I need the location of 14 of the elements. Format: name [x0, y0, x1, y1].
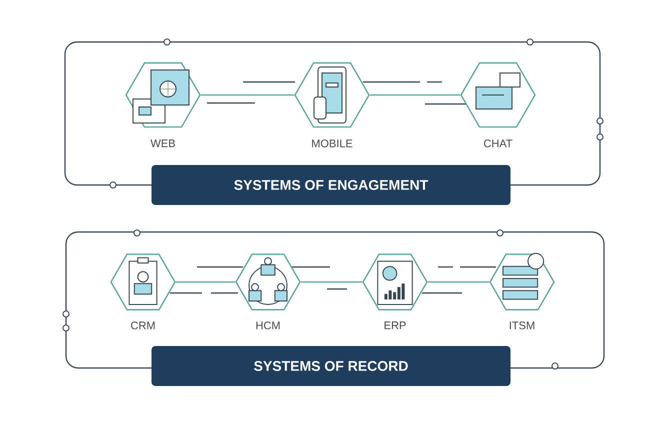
connector-line: [176, 281, 236, 283]
connector-line: [200, 94, 294, 96]
title-banner: SYSTEMS OF ENGAGEMENT: [152, 165, 510, 205]
node-label: CRM: [131, 322, 155, 330]
connector-line: [370, 94, 460, 96]
connector-line: [428, 281, 490, 283]
node-label: MOBILE: [312, 140, 352, 148]
node-label: WEB: [150, 140, 175, 148]
node-label: CHAT: [484, 140, 512, 148]
node-label: ITSM: [510, 322, 534, 330]
title-banner: SYSTEMS OF RECORD: [152, 346, 510, 386]
node-label: HCM: [256, 322, 280, 330]
connector-line: [300, 281, 362, 283]
node-label: ERP: [384, 322, 406, 330]
